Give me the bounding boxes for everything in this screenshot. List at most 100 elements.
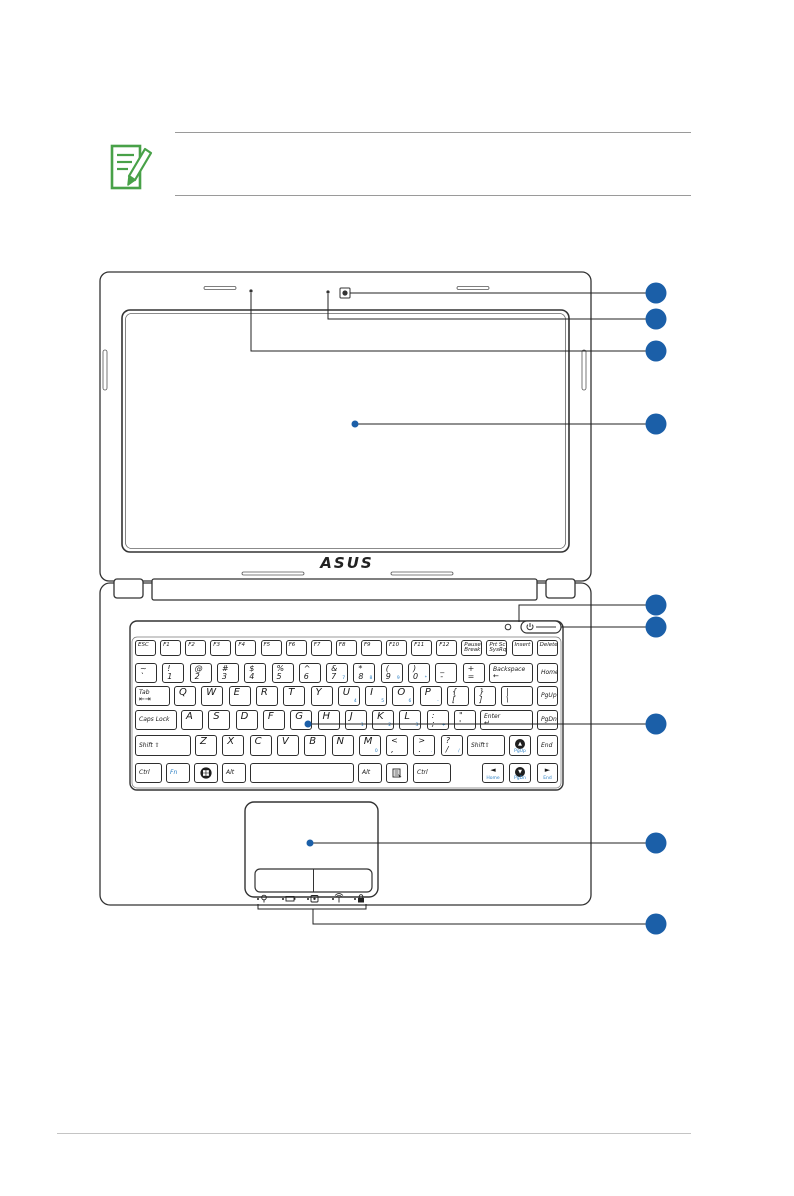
key-label: ^ <box>303 664 311 673</box>
camera-indicator <box>504 623 512 631</box>
key-label: % <box>276 664 285 673</box>
key-label: ▲ <box>518 741 522 747</box>
key-ctrl: Ctrl <box>135 763 162 783</box>
key-secondary-label: ⇤⇥ <box>139 695 151 703</box>
key-shift: Shift⇧ <box>467 735 505 756</box>
key-label: # <box>221 664 229 673</box>
key-label: V <box>281 736 289 747</box>
key-f8: F8 <box>335 640 357 656</box>
key-label: F7 <box>313 642 321 648</box>
key-label: > <box>418 736 426 745</box>
key-secondary-label: SysRq <box>489 646 507 653</box>
circle-down-arrow-icon: ▼ <box>515 767 525 777</box>
key-r2-11: {[ <box>447 686 469 706</box>
key-0: )0* <box>408 663 430 683</box>
key-numpad-label: 4 <box>353 698 357 704</box>
key-label: R <box>260 687 268 698</box>
key-label: PgDn <box>541 716 557 723</box>
key-secondary-label: ↵ <box>484 719 490 727</box>
key-f10: F10 <box>386 640 407 656</box>
key-space <box>250 763 354 783</box>
wireless-indicator-icon <box>332 893 344 903</box>
key-home: Home <box>537 663 558 683</box>
key-pgdn: PgDn <box>537 710 558 730</box>
key-n: N <box>331 735 354 756</box>
key-secondary-label: 0 <box>413 672 419 681</box>
key-secondary-label: , <box>391 745 394 754</box>
key-label: Caps Lock <box>139 716 170 723</box>
key-2: @2 <box>189 663 212 683</box>
key-label: | <box>506 687 509 696</box>
key-menu-key <box>386 763 408 783</box>
key-label: Enter <box>484 713 501 720</box>
hinge-left <box>113 578 144 599</box>
key-label: Ctrl <box>417 769 428 776</box>
microphone-left <box>249 289 253 293</box>
key-label: X <box>227 736 235 747</box>
key-secondary-label: 4 <box>249 672 255 681</box>
lid-bottom-groove-right <box>390 571 454 576</box>
key-secondary-label: 8 <box>358 672 364 681</box>
key-label: N <box>336 736 344 747</box>
key-b: B <box>304 735 327 756</box>
key-enter: Enter↵ <box>480 710 533 730</box>
hinge-center <box>151 578 538 601</box>
note-pencil-icon <box>110 144 153 190</box>
key-w: W <box>201 686 224 706</box>
key-label: @ <box>194 664 203 673</box>
key-label: F6 <box>288 642 296 648</box>
power-indicator-icon <box>257 894 267 903</box>
key-numpad-label: 6 <box>408 698 412 704</box>
key-secondary-label: 7 <box>331 672 337 681</box>
key-numpad-label: * <box>424 675 427 681</box>
lock-indicator-icon <box>354 894 364 903</box>
key-secondary-label: 5 <box>276 672 282 681</box>
key-secondary-label: \ <box>506 695 509 704</box>
key-secondary-label: ; <box>431 719 435 728</box>
key-label: Q <box>179 687 187 698</box>
key-label: F4 <box>238 642 246 648</box>
key-numpad-label: 1 <box>360 722 364 728</box>
key-ctrl: Ctrl <box>413 763 451 783</box>
key-secondary-label: / <box>445 745 449 754</box>
key-numpad-label: PgUp <box>514 748 526 754</box>
key-y: Y <box>310 686 333 706</box>
key-r1-11: _- <box>435 663 458 683</box>
key-label: : <box>431 711 435 720</box>
key-label: F3 <box>213 642 220 648</box>
key-label: ~ <box>140 664 147 673</box>
key-numpad-label: + <box>441 722 446 728</box>
key-1: !1 <box>162 663 185 683</box>
key-z: Z <box>195 735 217 756</box>
key-label: Tab <box>139 689 150 696</box>
key-label: U <box>342 687 351 698</box>
key-r: R <box>255 686 278 706</box>
key-label: ! <box>167 664 171 673</box>
key-numpad-label: Home <box>486 775 500 781</box>
key-f9: F9 <box>360 640 382 656</box>
key-label: ◄ <box>490 766 496 774</box>
key-label: ▼ <box>518 769 522 775</box>
key-label: W <box>206 687 217 698</box>
key-label: Pause <box>464 642 481 648</box>
key-label: K <box>377 711 384 722</box>
key-numpad-label: 5 <box>381 698 385 704</box>
key-label: Z <box>200 736 207 747</box>
key-label: Insert <box>514 642 531 648</box>
key-label: T <box>288 687 295 698</box>
key-r4-8: <, <box>386 735 409 756</box>
key-label: ► <box>544 766 551 774</box>
key-label: ( <box>385 664 389 673</box>
key-f4: F4 <box>235 640 257 656</box>
key-label: A <box>186 711 193 722</box>
key-x: X <box>222 735 245 756</box>
lid-side-slot-left <box>102 349 108 391</box>
key-label: ESC <box>138 642 149 648</box>
key-label: F8 <box>338 642 346 648</box>
key-r2-12: }] <box>474 686 497 706</box>
key-d: D <box>235 710 258 730</box>
key-label: < <box>391 736 398 745</box>
menu-key-icon <box>392 768 402 778</box>
